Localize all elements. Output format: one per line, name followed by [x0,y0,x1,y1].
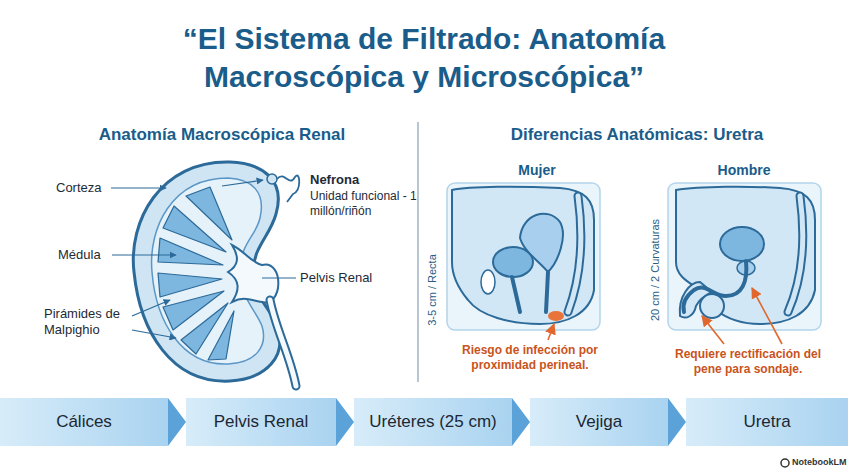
step-label: Uretra [743,412,790,432]
flow-step: Uréteres (25 cm) [354,398,512,446]
flow-arrow [336,398,354,446]
uterus [520,214,563,272]
bladder [720,227,764,261]
leader-line [222,180,263,186]
dimension-label: 3-5 cm / Recta [426,254,440,326]
flow-arrow [168,398,186,446]
flow-step: Cálices [0,398,168,446]
watermark: NotebookLM [792,457,847,468]
vagina [546,272,548,312]
leader-line [132,330,176,338]
nephron-tubule [277,176,299,202]
step-label: Pelvis Renal [214,412,309,432]
leader-line [262,277,296,278]
callout-arrow [752,288,782,344]
callout-arrow [548,324,554,340]
divider-line [417,122,419,382]
watermark-icon [781,459,789,467]
renal-pelvis [228,245,278,302]
renal-pyramid [158,273,222,297]
rectum-lumen [788,196,803,312]
renal-pyramid [158,238,223,265]
pubic-bone [481,270,495,294]
section-heading: Diferencias Anatómicas: Uretra [467,124,807,145]
illustration-panel [668,183,821,330]
leader-line [132,300,170,316]
leader-line [111,187,166,188]
step-label: Vejiga [576,412,622,432]
step-label: Uréteres (25 cm) [369,412,497,432]
pelvis-silhouette [452,187,594,324]
renal-pyramid [208,311,234,360]
rectum [788,196,803,312]
flow-arrow [668,398,686,446]
diagram-title: “El Sistema de Filtrado: Anatomía Macros… [84,20,764,95]
perineum-highlight [548,311,564,321]
nephron-glomerulus [267,174,277,184]
flow-step: Uretra [686,398,848,446]
illustration-panel [447,183,600,330]
kidney-cortex [133,162,280,381]
ureter [270,300,296,386]
warning-note: Riesgo de infección por proximidad perin… [450,343,610,373]
ureter-lumen [270,300,296,386]
part-label: Pirámides de Malpighio [44,306,128,339]
callout-arrow [702,316,724,344]
part-label: Corteza [56,180,102,196]
testis [700,294,724,318]
flow-step: Pelvis Renal [186,398,336,446]
urethra [512,277,520,312]
leader-line [112,254,176,255]
flow-arrow [512,398,530,446]
part-label: Médula [58,247,101,263]
pyramid-group [158,187,234,360]
rectum [568,196,581,312]
part-label: Nefrona [310,172,359,188]
panel-heading: Hombre [694,162,794,180]
rectum-lumen [568,196,581,312]
part-label: Pelvis Renal [300,270,372,286]
warning-note: Requiere rectificación del pene para son… [668,347,828,377]
flow-step: Vejiga [530,398,668,446]
pelvis-silhouette [676,187,815,324]
panel-heading: Mujer [487,162,587,180]
urethra [683,261,746,312]
dimension-label: 20 cm / 2 Curvaturas [649,219,663,321]
annotation-note: Unidad funcional - 1 millón/riñón [310,189,422,219]
step-label: Cálices [56,412,112,432]
section-heading: Anatomía Macroscópica Renal [52,124,392,145]
